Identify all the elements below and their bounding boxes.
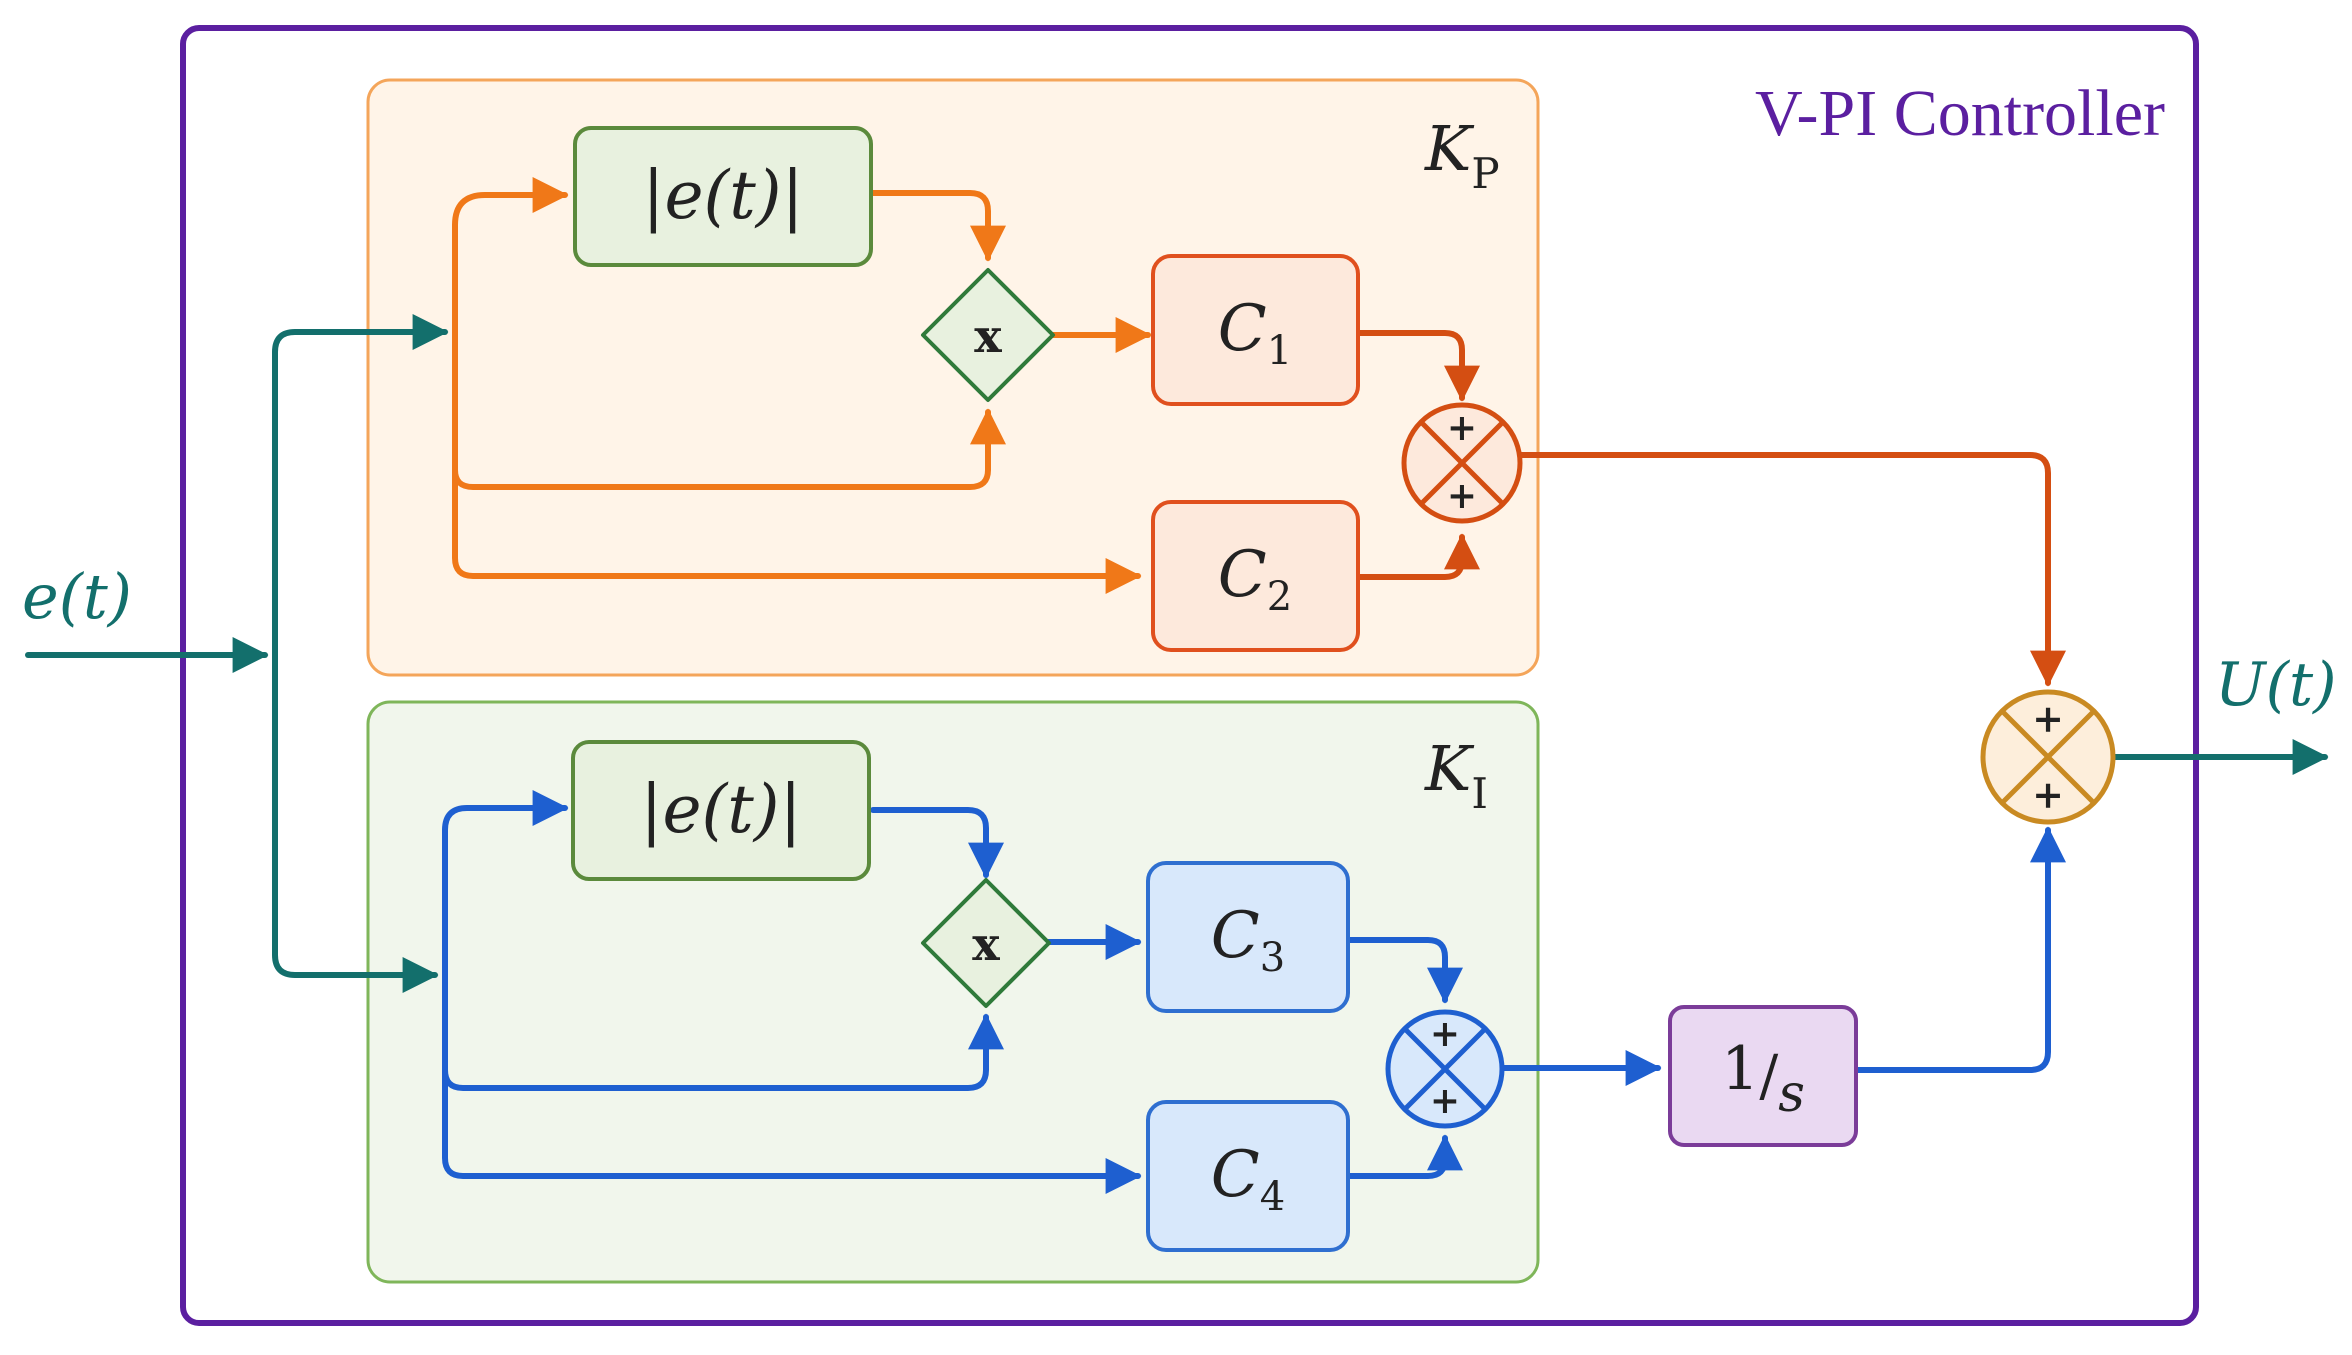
svg-text:+: + (1447, 407, 1477, 449)
input-network (25, 314, 2329, 993)
abs-block-ki: |e(t)| (571, 740, 871, 881)
ki-label: KI (1424, 732, 1488, 818)
multiplier-ki: x (921, 878, 1051, 1008)
output-label: U(t) (2215, 650, 2337, 720)
svg-text:+: + (1430, 1013, 1460, 1055)
input-trunk (272, 314, 449, 658)
v-pi-frame (180, 25, 2199, 1326)
c4-block: C4 (1146, 1100, 1350, 1252)
ki-group (366, 700, 1540, 1284)
input-label: e(t) (22, 560, 132, 633)
svg-text:|e(t)|: |e(t)| (640, 771, 802, 848)
input-trunk-lower (272, 652, 439, 993)
kp-sum-wiring (1355, 330, 2066, 687)
svg-text:x: x (974, 309, 1002, 363)
multiplier-kp: x (921, 268, 1055, 402)
kp-label: KP (1424, 112, 1500, 198)
summing-junction-ki: + + (1385, 1009, 1505, 1129)
svg-text:|e(t)|: |e(t)| (642, 157, 804, 234)
svg-text:1/s: 1/s (1721, 1034, 1805, 1124)
svg-text:+: + (1447, 475, 1477, 517)
svg-text:+: + (2032, 772, 2064, 817)
svg-text:C3: C3 (1211, 899, 1285, 981)
frame-title: V-PI Controller (1755, 77, 2165, 150)
kp-wiring (452, 177, 1152, 594)
summing-junction-kp: + + (1401, 402, 1523, 524)
integrator-block: 1/s (1668, 1005, 1858, 1147)
svg-text:+: + (1430, 1080, 1460, 1122)
svg-text:+: + (2032, 696, 2064, 741)
svg-text:C4: C4 (1211, 1138, 1285, 1220)
svg-text:x: x (972, 917, 1000, 971)
ki-wiring (442, 790, 2066, 1194)
kp-group (366, 78, 1540, 677)
c1-block: C1 (1151, 254, 1360, 406)
c2-block: C2 (1151, 500, 1360, 652)
c3-block: C3 (1146, 861, 1350, 1013)
abs-block-kp: |e(t)| (573, 126, 873, 267)
svg-text:C2: C2 (1218, 538, 1292, 620)
summing-junction-output: + + (1980, 689, 2116, 825)
svg-text:C1: C1 (1218, 292, 1292, 374)
